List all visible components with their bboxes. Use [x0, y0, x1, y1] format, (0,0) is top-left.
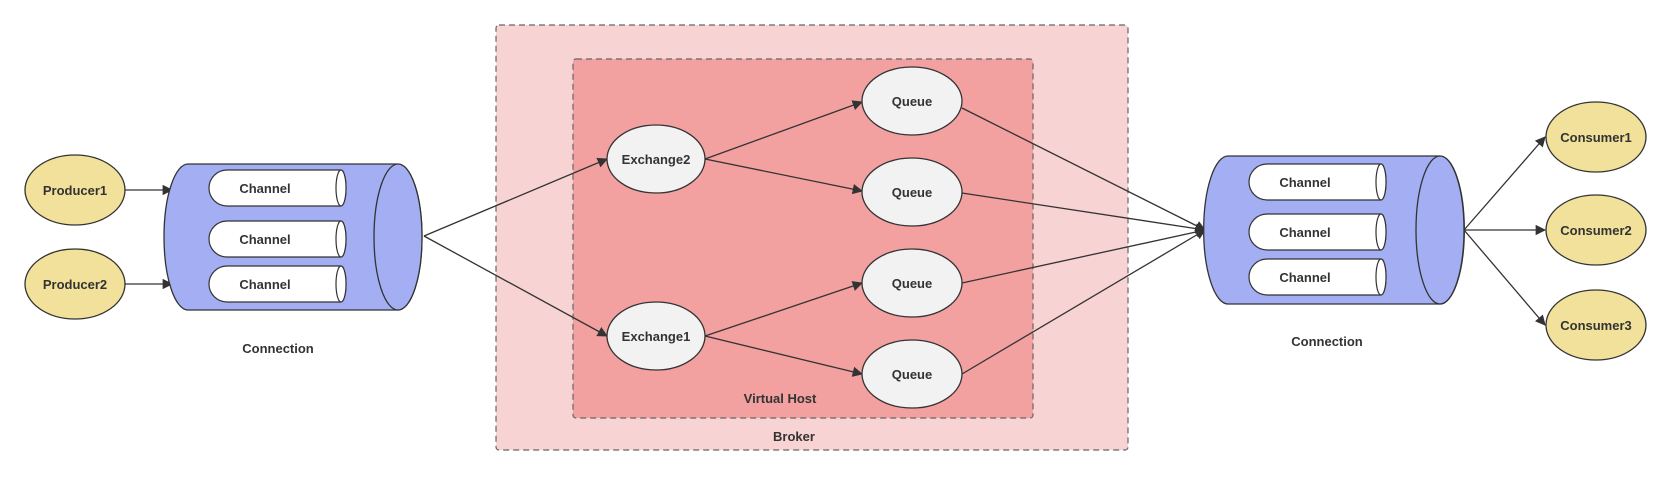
exchange-1-label: Exchange1 [622, 329, 691, 344]
consumer-3-label: Consumer3 [1560, 318, 1632, 333]
queue-2-ellipse [861, 157, 963, 227]
left-channel-2-end [335, 220, 347, 258]
queue-4-ellipse [861, 339, 963, 409]
edges [125, 100, 1547, 377]
left-channel-1-label: Channel [239, 181, 290, 196]
exchange-1: Exchange1 [606, 301, 706, 371]
edge-queue3-connection [961, 226, 1207, 284]
edge-queue2-connection [961, 192, 1207, 234]
edge-queue4-connection [961, 229, 1206, 375]
right-connection-end [1415, 155, 1465, 305]
edge-exchange1-queue4 [704, 335, 864, 377]
left-channel-1: Channel [208, 169, 347, 207]
consumer-2-ellipse [1545, 194, 1647, 266]
exchange-2: Exchange2 [606, 124, 706, 194]
left-connection-label: Connection [242, 341, 314, 356]
right-channel-2: Channel [1248, 213, 1387, 251]
edge-exchange2-queue2 [704, 158, 864, 195]
producer-1: Producer1 [24, 154, 126, 226]
exchange-1-ellipse [606, 301, 706, 371]
right-channel-3-end [1375, 258, 1387, 296]
queue-4: Queue [861, 339, 963, 409]
consumer-1-label: Consumer1 [1560, 130, 1632, 145]
consumer-1: Consumer1 [1545, 101, 1647, 173]
left-channel-1-end [335, 169, 347, 207]
right-channel-2-end [1375, 213, 1387, 251]
exchange-2-ellipse [606, 124, 706, 194]
left-channel-3-label: Channel [239, 277, 290, 292]
right-connection-label: Connection [1291, 334, 1363, 349]
queue-2: Queue [861, 157, 963, 227]
right-channel-1-label: Channel [1279, 175, 1330, 190]
edge-exchange1-queue3 [704, 281, 863, 337]
queue-3-ellipse [861, 248, 963, 318]
producer-2: Producer2 [24, 248, 126, 320]
queue-3-label: Queue [892, 276, 932, 291]
consumer-3: Consumer3 [1545, 289, 1647, 361]
right-channel-1: Channel [1248, 163, 1387, 201]
queue-4-label: Queue [892, 367, 932, 382]
left-channel-3: Channel [208, 265, 347, 303]
left-channel-2-label: Channel [239, 232, 290, 247]
queue-1-ellipse [861, 66, 963, 136]
producer-2-ellipse [24, 248, 126, 320]
left-channel-3-end [335, 265, 347, 303]
queue-3: Queue [861, 248, 963, 318]
consumer-3-ellipse [1545, 289, 1647, 361]
edge-connection-exchange1 [423, 235, 608, 337]
edge-connection-consumer1 [1463, 136, 1546, 231]
broker-label: Broker [773, 429, 815, 444]
consumer-2-label: Consumer2 [1560, 223, 1632, 238]
producer-1-ellipse [24, 154, 126, 226]
consumer-1-ellipse [1545, 101, 1647, 173]
edge-connection-exchange2 [423, 157, 608, 237]
producer-2-label: Producer2 [43, 277, 107, 292]
left-connection-end [373, 163, 423, 311]
right-connection: Channel Channel Channel Connection [1203, 155, 1465, 349]
right-channel-1-end [1375, 163, 1387, 201]
edge-exchange2-queue1 [704, 100, 863, 160]
producer-1-label: Producer1 [43, 183, 107, 198]
consumer-2: Consumer2 [1545, 194, 1647, 266]
right-channel-3-label: Channel [1279, 270, 1330, 285]
exchange-2-label: Exchange2 [622, 152, 691, 167]
queue-1: Queue [861, 66, 963, 136]
edge-queue1-connection [961, 107, 1206, 231]
edge-connection-consumer3 [1463, 229, 1546, 326]
left-channel-2: Channel [208, 220, 347, 258]
right-channel-3: Channel [1248, 258, 1387, 296]
right-channel-2-label: Channel [1279, 225, 1330, 240]
queue-2-label: Queue [892, 185, 932, 200]
queue-1-label: Queue [892, 94, 932, 109]
left-connection: Channel Channel Channel Connection [163, 163, 423, 356]
virtual-host-label: Virtual Host [744, 391, 817, 406]
